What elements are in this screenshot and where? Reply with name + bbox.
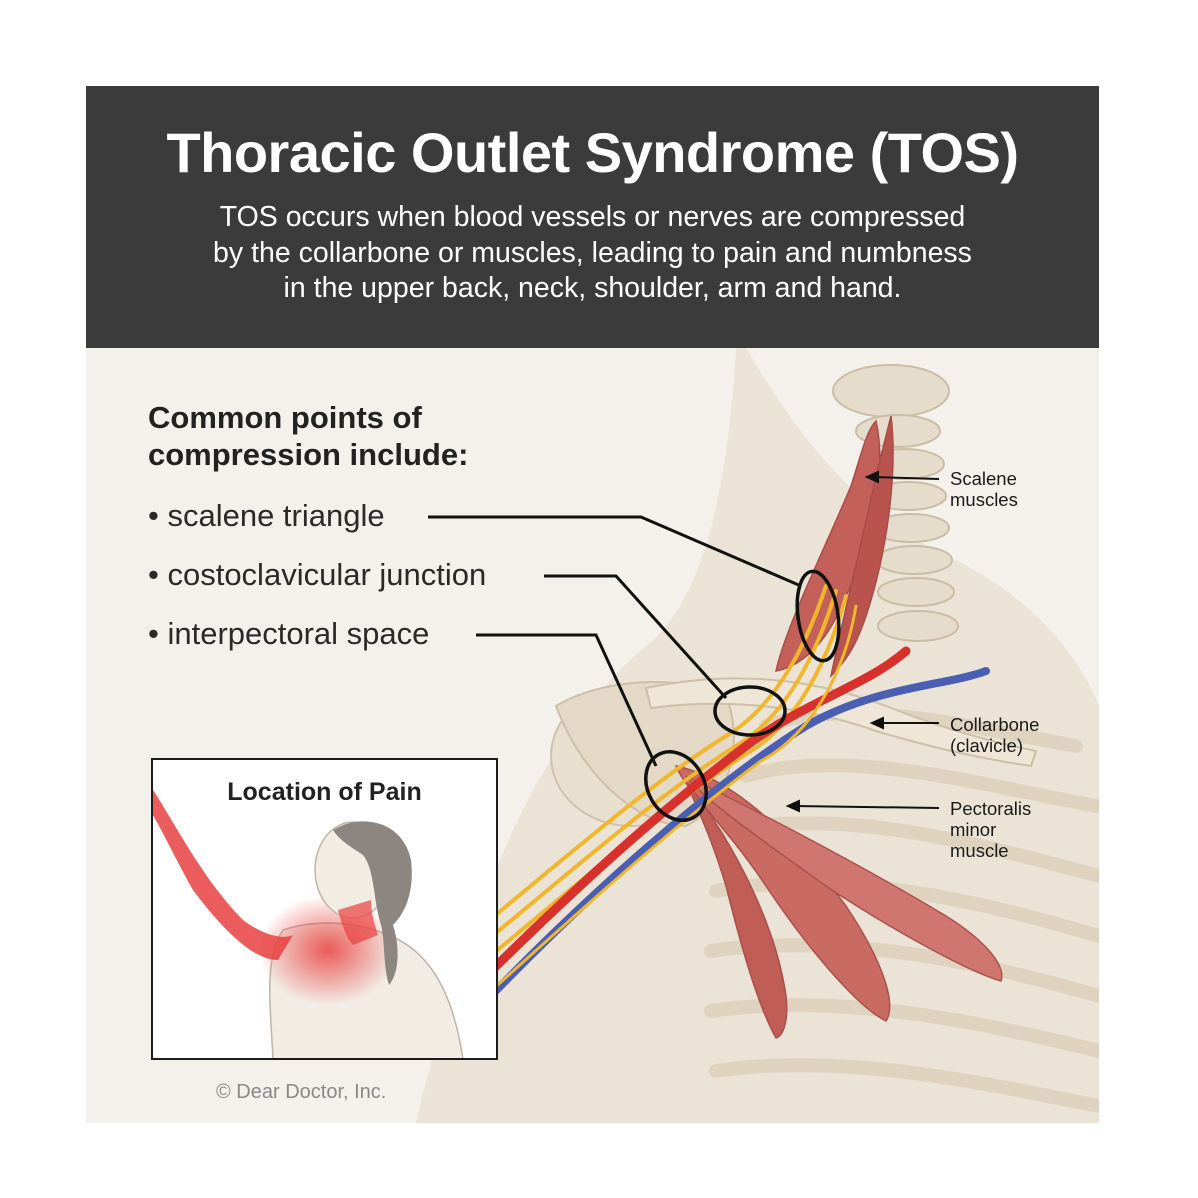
point-interpectoral-space: • interpectoral space <box>148 616 430 651</box>
neurovascular-bundle <box>444 584 990 1010</box>
subtitle-line: by the collarbone or muscles, leading to… <box>213 236 972 269</box>
pectoralis-minor <box>674 764 1003 1039</box>
page-title: Thoracic Outlet Syndrome (TOS) <box>166 121 1019 184</box>
label-line: muscles <box>950 489 1018 510</box>
point-scalene-triangle: • scalene triangle <box>148 498 385 533</box>
label-pectoralis-minor: Pectoralis minor muscle <box>950 798 1031 861</box>
subtitle-line: TOS occurs when blood vessels or nerves … <box>219 201 966 233</box>
copyright-credit: © Dear Doctor, Inc. <box>216 1081 387 1103</box>
label-line: Scalene <box>950 468 1017 489</box>
location-of-pain-inset: Location of Pain <box>151 758 498 1060</box>
costoclavicular-marker <box>713 685 787 737</box>
page-subtitle: TOS occurs when blood vessels or nerves … <box>86 200 1099 307</box>
title-banner: Thoracic Outlet Syndrome (TOS) TOS occur… <box>86 86 1099 348</box>
scalene-triangle-marker <box>795 569 841 663</box>
label-line: (clavicle) <box>950 735 1023 756</box>
anatomy-illustration <box>416 348 1099 1123</box>
label-scalene-muscles: Scalene muscles <box>950 468 1018 510</box>
label-arrows <box>785 470 940 813</box>
label-line: minor <box>950 819 997 840</box>
leader-lines <box>428 515 802 767</box>
heading-line: Common points of <box>148 400 422 435</box>
pain-figure <box>153 790 464 1058</box>
label-line: Collarbone <box>950 714 1040 735</box>
infographic-panel: Thoracic Outlet Syndrome (TOS) TOS occur… <box>86 86 1099 1123</box>
point-costoclavicular-junction: • costoclavicular junction <box>148 557 487 592</box>
figure-hair <box>333 821 412 985</box>
compression-markers <box>644 569 841 822</box>
heading-line: compression include: <box>148 436 469 472</box>
label-line: Pectoralis <box>950 798 1032 819</box>
compression-heading: Common points of compression include: <box>148 400 468 473</box>
subtitle-line: in the upper back, neck, shoulder, arm a… <box>283 272 902 304</box>
label-line: muscle <box>950 840 1009 861</box>
inset-title: Location of Pain <box>227 778 422 806</box>
interpectoral-marker <box>644 750 708 822</box>
label-collarbone: Collarbone (clavicle) <box>950 714 1039 756</box>
